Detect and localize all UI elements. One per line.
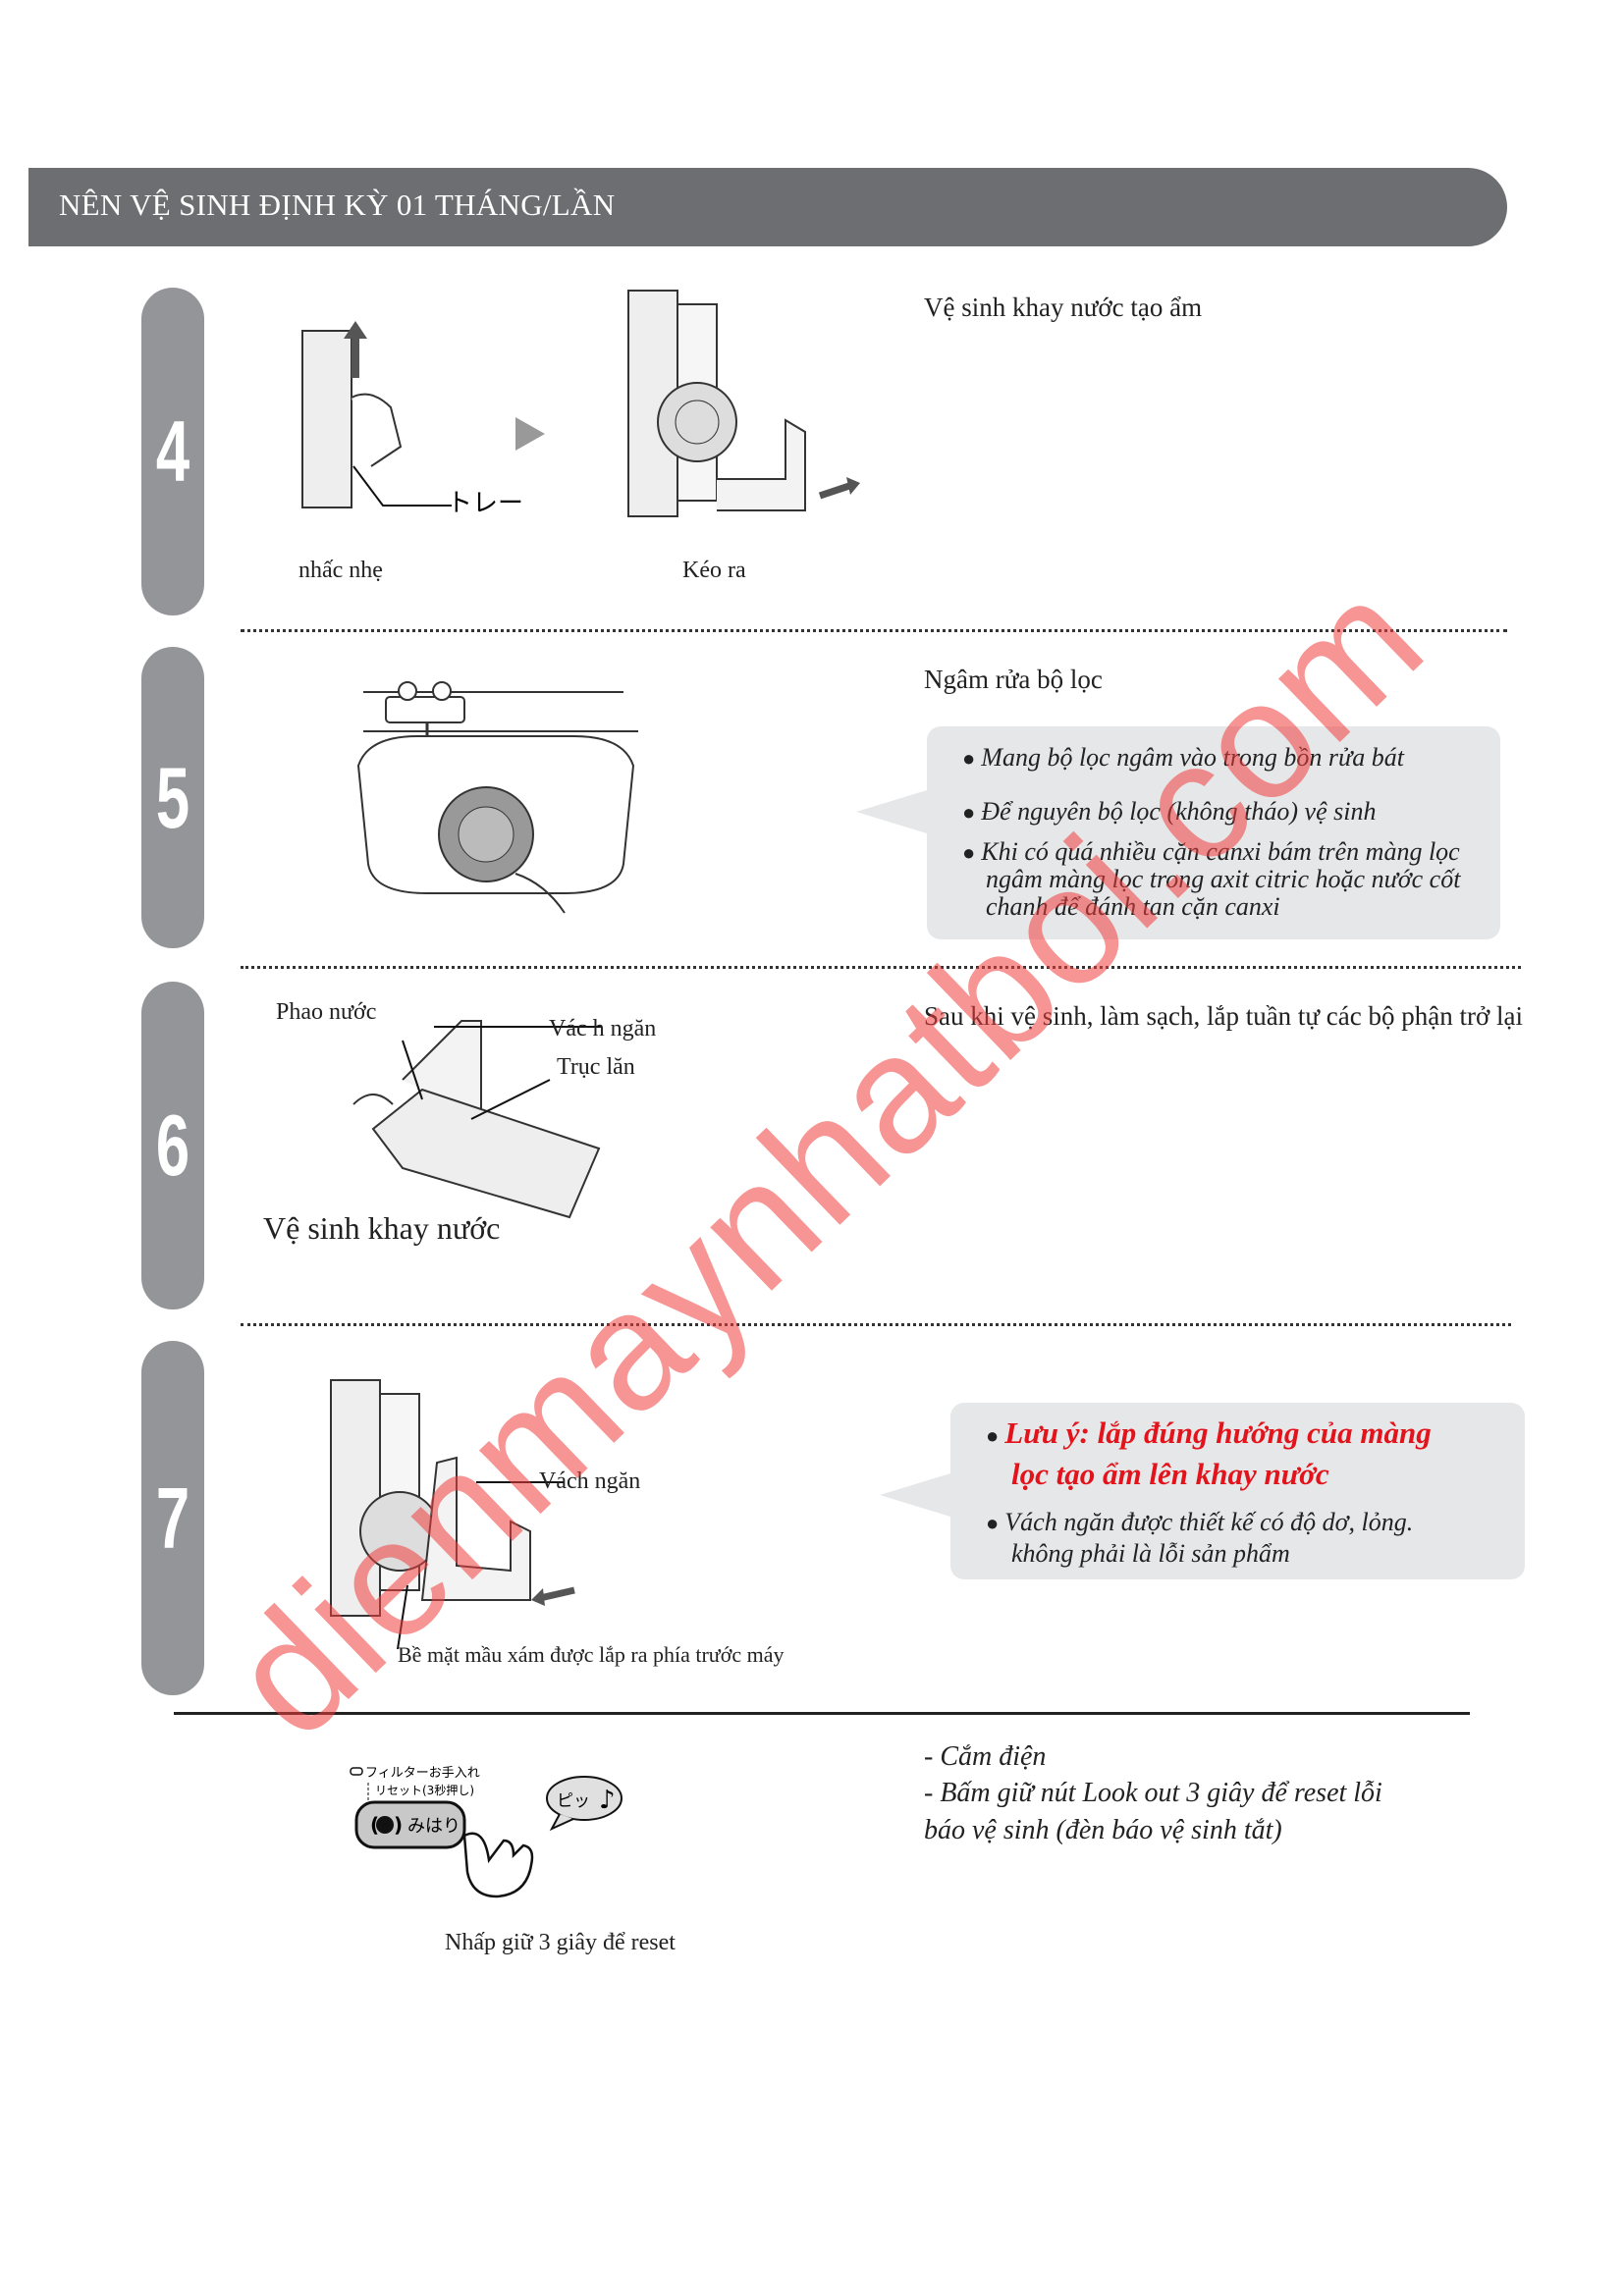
note-bullet-cont: ngâm màng lọc trong axit citric hoặc nướ…: [986, 865, 1461, 893]
section-title: NÊN VỆ SINH ĐỊNH KỲ 01 THÁNG/LẦN: [59, 187, 616, 222]
caption-lift: nhấc nhẹ: [298, 558, 383, 583]
callout-pointer: [880, 1473, 950, 1517]
instruction-line: - Bấm giữ nút Look out 3 giây để reset l…: [924, 1778, 1382, 1808]
note-bullet: ●Mang bộ lọc ngâm vào trong bồn rửa bát: [962, 743, 1404, 772]
divider: [241, 629, 1507, 632]
label-roller: Trục lăn: [557, 1054, 635, 1080]
instruction-line: báo vệ sinh (đèn báo vệ sinh tắt): [924, 1815, 1282, 1845]
beep-label: ピッ: [557, 1791, 590, 1811]
step-number: 6: [155, 1096, 190, 1194]
step-6-caption: Vệ sinh khay nước: [263, 1210, 501, 1246]
note-bullet: ●Khi có quá nhiều cặn canxi bám trên màn…: [962, 837, 1460, 866]
svg-text:(: (: [370, 1813, 379, 1837]
instruction-line: - Cắm điện: [924, 1741, 1047, 1772]
arrow-right-icon: [515, 417, 545, 451]
panel-label: リセット(3秒押し): [375, 1784, 474, 1797]
panel-label: フィルターお手入れ: [365, 1766, 480, 1781]
divider: [241, 1323, 1511, 1326]
step-5-tab: 5: [141, 647, 204, 948]
note-bullet: ●Để nguyên bộ lọc (không tháo) vệ sinh: [962, 797, 1377, 826]
callout-pointer: [856, 790, 927, 833]
insert-tray-illustration: [330, 1379, 575, 1650]
warning-text: ●Lưu ý: lắp đúng hướng của màng: [986, 1415, 1432, 1450]
lift-tray-illustration: トレー: [301, 321, 523, 518]
warning-text-cont: lọc tạo ẩm lên khay nước: [1011, 1457, 1329, 1491]
music-note-icon: ♪: [599, 1786, 616, 1815]
step-5-title: Ngâm rửa bộ lọc: [924, 665, 1103, 694]
step-7-tab: 7: [141, 1341, 204, 1695]
step-6-title: Sau khi vệ sinh, làm sạch, lắp tuần tự c…: [924, 1001, 1524, 1031]
reset-button-illustration: フィルターお手入れ リセット(3秒押し) () みはり ピッ ♪: [350, 1766, 623, 1898]
step-number: 7: [155, 1468, 190, 1567]
note-bullet-cont: chanh để đánh tan cặn canxi: [986, 892, 1280, 921]
note-bullet: ●Vách ngăn được thiết kế có độ dơ, lỏng.: [986, 1508, 1414, 1536]
svg-text:): ): [394, 1813, 403, 1837]
step-number: 4: [155, 402, 190, 500]
note-bullet-cont: không phải là lỗi sản phẩm: [1011, 1539, 1290, 1568]
button-label: みはり: [407, 1816, 460, 1837]
step-7-note: ●Lưu ý: lắp đúng hướng của màng lọc tạo …: [880, 1403, 1525, 1579]
label-gray-surface: Bề mặt mầu xám được lắp ra phía trước má…: [398, 1642, 785, 1667]
divider: [241, 966, 1521, 969]
water-tray-illustration: [352, 1020, 601, 1219]
step-5-note: ●Mang bộ lọc ngâm vào trong bồn rửa bát …: [856, 726, 1500, 939]
sink-soak-illustration: [356, 681, 638, 914]
tray-label: トレー: [447, 489, 523, 518]
section-header: NÊN VỆ SINH ĐỊNH KỲ 01 THÁNG/LẦN: [28, 168, 1507, 246]
pull-out-tray-illustration: [627, 290, 860, 517]
step-6-tab: 6: [141, 982, 204, 1309]
step-4-title: Vệ sinh khay nước tạo ẩm: [924, 293, 1203, 322]
divider: [174, 1712, 1470, 1715]
label-partition: Vách ngăn: [539, 1468, 641, 1494]
label-partition: Vác h ngăn: [549, 1016, 657, 1041]
caption-pull-out: Kéo ra: [682, 558, 746, 583]
step-4-tab: 4: [141, 288, 204, 615]
step-number: 5: [155, 748, 190, 846]
reset-caption: Nhấp giữ 3 giây để reset: [445, 1930, 676, 1955]
label-float: Phao nước: [276, 999, 377, 1025]
